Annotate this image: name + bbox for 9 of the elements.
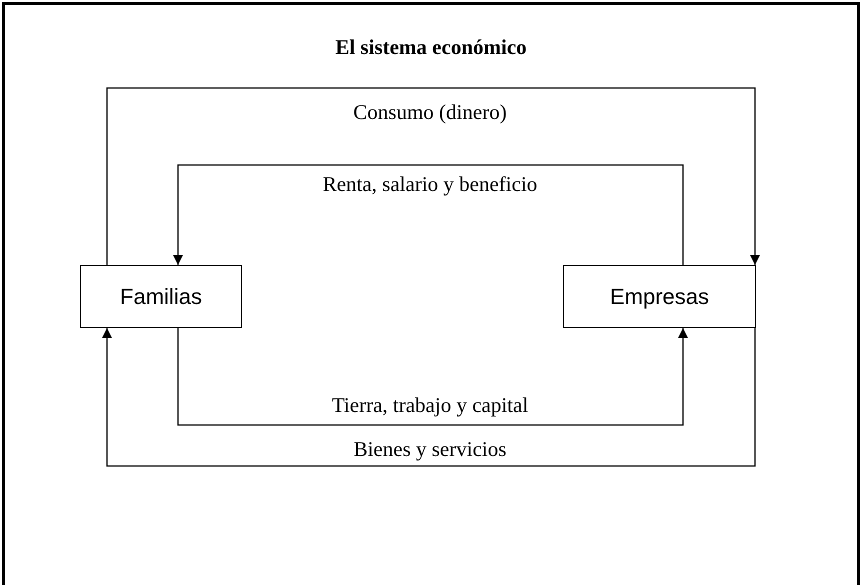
diagram-title: El sistema económico xyxy=(334,35,528,60)
flow-arrow xyxy=(102,328,756,467)
flow-arrow xyxy=(173,164,684,265)
flow-arrow xyxy=(177,328,688,426)
entity-name: Empresas xyxy=(610,284,710,310)
entity-box xyxy=(563,265,756,328)
flow-arrow xyxy=(106,87,760,265)
entity-name: Familias xyxy=(120,284,202,310)
entity-box xyxy=(80,265,242,328)
